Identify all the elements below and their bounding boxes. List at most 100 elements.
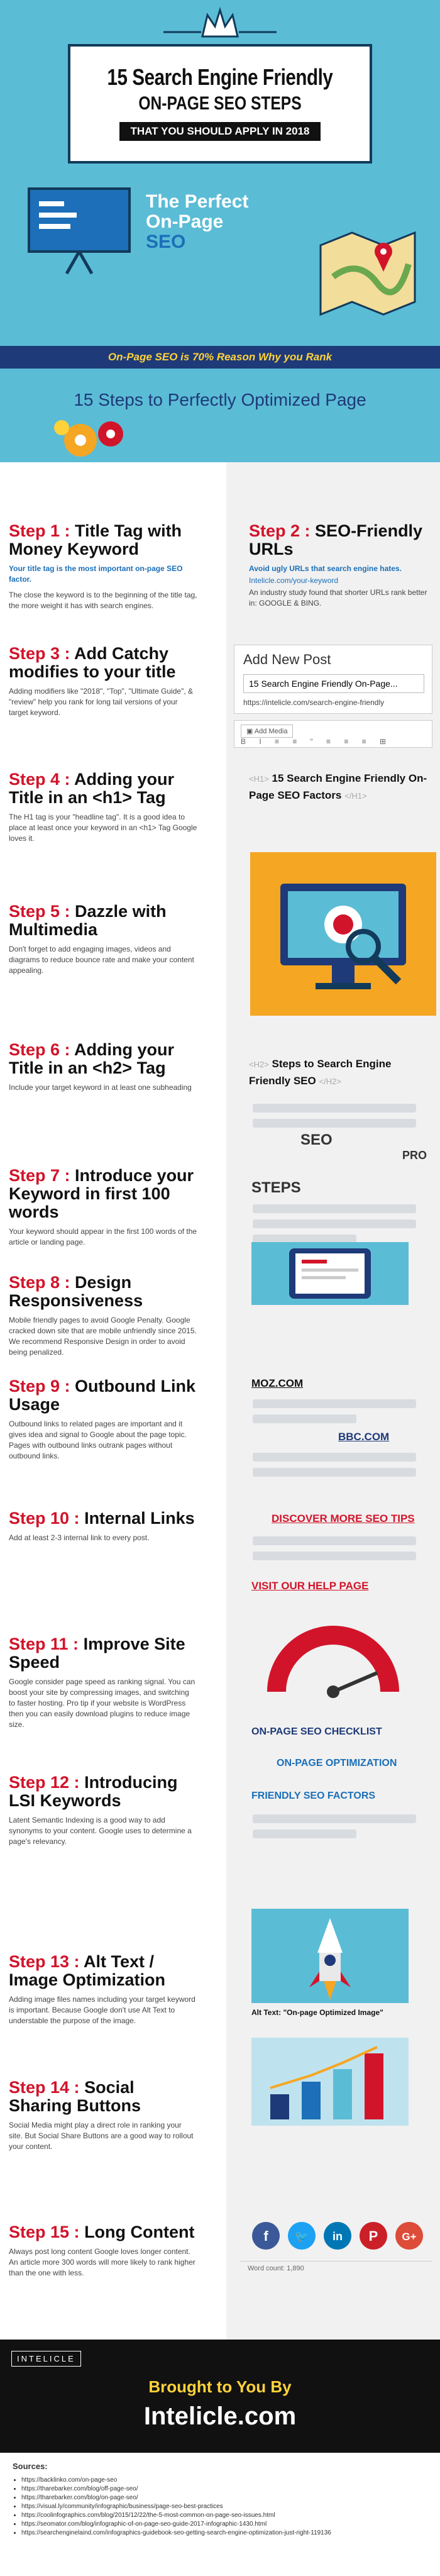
text-line — [253, 1104, 416, 1113]
facebook-icon[interactable]: f — [252, 2222, 280, 2250]
h1-close-tag: </H1> — [344, 791, 367, 801]
permalink[interactable]: https://intelicle.com/search-engine-frie… — [243, 698, 385, 707]
lsi-optimization: ON-PAGE OPTIMIZATION — [277, 1758, 397, 1768]
step-13-heading: Step 13 : Alt Text / Image Optimization — [9, 1953, 197, 1989]
step-2-title: SEO-Friendly URLs — [249, 521, 423, 558]
social-buttons-svg: f 🐦 in P G+ — [252, 2222, 423, 2250]
footer-logo: INTELICLE — [11, 2351, 81, 2367]
visit-link[interactable]: VISIT OUR HELP PAGE — [251, 1580, 369, 1592]
text-line — [253, 1399, 416, 1408]
step-12-num: Step 12 : — [9, 1773, 80, 1792]
word-steps: STEPS — [251, 1179, 301, 1196]
text-line — [253, 1814, 416, 1823]
step-1-p2: The close the keyword is to the beginnin… — [9, 591, 197, 610]
source-item[interactable]: https://coolinfographics.com/blog/2015/1… — [21, 2511, 427, 2520]
source-item[interactable]: https://seomator.com/blog/infographic-of… — [21, 2520, 427, 2529]
step-10-heading: Step 10 : Internal Links — [9, 1509, 197, 1528]
pinterest-icon[interactable]: P — [360, 2222, 387, 2250]
text-line — [253, 1552, 416, 1560]
step-2-num: Step 2 : — [249, 521, 311, 540]
editor-toolbar: ▣ Add Media B I ≡ ≡ “ ≡ ≡ ≡ ⊞ — [234, 720, 432, 748]
step-6-heading: Step 6 : Adding your Title in an <h2> Ta… — [9, 1041, 197, 1077]
h2-open-tag: <H2> — [249, 1060, 269, 1069]
step-13-num: Step 13 : — [9, 1952, 80, 1971]
text-bars-2 — [240, 1198, 429, 1250]
step-5-num: Step 5 : — [9, 902, 70, 921]
step-1-num: Step 1 : — [9, 521, 70, 540]
perfect-heading: The Perfect On-Page SEO — [146, 192, 248, 252]
step-3: Step 3 : Add Catchy modifies to your tit… — [9, 645, 197, 718]
editor-heading: Add New Post — [243, 652, 331, 667]
rocket-image-icon — [251, 1909, 409, 2003]
step-10-num: Step 10 : — [9, 1509, 80, 1528]
post-title-input[interactable] — [243, 674, 424, 693]
step-4: Step 4 : Adding your Title in an <h1> Ta… — [9, 770, 197, 844]
step-3-title: Add Catchy modifies to your title — [9, 644, 176, 681]
steps-body: Step 1 : Title Tag with Money Keyword Yo… — [0, 462, 440, 2340]
step-2-highlight: Avoid ugly URLs that search engine hates… — [249, 564, 402, 573]
step-1-p1: Your title tag is the most important on-… — [9, 564, 197, 585]
linkedin-icon[interactable]: in — [324, 2222, 351, 2250]
banner-70-percent: On-Page SEO is 70% Reason Why you Rank — [0, 346, 440, 369]
twitter-icon[interactable]: 🐦 — [288, 2222, 316, 2250]
step-15-p1: Always post long content Google loves lo… — [9, 2247, 195, 2277]
source-item[interactable]: https://tharebarker.com/blog/on-page-seo… — [21, 2494, 427, 2502]
step-4-p1: The H1 tag is your "headline tag". It is… — [9, 813, 197, 843]
svg-text:P: P — [369, 2228, 378, 2244]
svg-text:f: f — [263, 2228, 268, 2244]
h1-open-tag: <H1> — [249, 774, 269, 784]
lsi-factors: FRIENDLY SEO FACTORS — [251, 1790, 376, 1801]
text-bars-6 — [240, 1808, 429, 1845]
h2-sample: <H2> Steps to Search Engine Friendly SEO… — [249, 1056, 431, 1090]
text-bars-5 — [240, 1530, 429, 1567]
step-11: Step 11 : Improve Site Speed Google cons… — [9, 1635, 197, 1730]
format-buttons[interactable]: B I ≡ ≡ “ ≡ ≡ ≡ ⊞ — [241, 737, 392, 746]
svg-text:🐦: 🐦 — [295, 2230, 309, 2243]
word-count: Word count: 1,890 — [240, 2261, 432, 2276]
discover-link[interactable]: DISCOVER MORE SEO TIPS — [272, 1513, 415, 1524]
bbc-link[interactable]: BBC.COM — [338, 1431, 390, 1443]
title-line-1: 15 Search Engine Friendly — [107, 64, 333, 90]
gears-icon — [54, 420, 123, 457]
step-4-heading: Step 4 : Adding your Title in an <h1> Ta… — [9, 770, 197, 807]
step-14: Step 14 : Social Sharing Buttons Social … — [9, 2079, 197, 2152]
crown-ornament-icon — [163, 6, 277, 38]
word-pro: PRO — [402, 1149, 427, 1162]
step-6: Step 6 : Adding your Title in an <h2> Ta… — [9, 1041, 197, 1093]
step-15-num: Step 15 : — [9, 2223, 80, 2241]
step-8-title: Design Responsiveness — [9, 1273, 143, 1310]
step-14-title: Social Sharing Buttons — [9, 2078, 141, 2115]
source-item[interactable]: https://tharebarker.com/blog/off-page-se… — [21, 2485, 427, 2494]
step-9-p1: Outbound links to related pages are impo… — [9, 1419, 187, 1460]
lsi-checklist: ON-PAGE SEO CHECKLIST — [251, 1726, 382, 1737]
source-item[interactable]: https://searchenginelaind.com/infographi… — [21, 2529, 427, 2538]
step-6-num: Step 6 : — [9, 1040, 70, 1059]
step-1-title: Title Tag with Money Keyword — [9, 521, 182, 558]
text-line — [253, 1219, 416, 1228]
add-media-button[interactable]: ▣ Add Media — [241, 724, 294, 738]
step-5: Step 5 : Dazzle with Multimedia Don't fo… — [9, 902, 197, 976]
text-line — [253, 1235, 356, 1243]
step-8-num: Step 8 : — [9, 1273, 70, 1292]
alt-text-caption: Alt Text: "On-page Optimized Image" — [251, 2008, 383, 2017]
step-5-heading: Step 5 : Dazzle with Multimedia — [9, 902, 197, 939]
source-item[interactable]: https://backlinko.com/on-page-seo — [21, 2476, 427, 2485]
title-line-3: THAT YOU SHOULD APPLY IN 2018 — [119, 122, 321, 141]
step-2-p3: An industry study found that shorter URL… — [249, 588, 427, 608]
title-card: 15 Search Engine Friendly ON-PAGE SEO ST… — [68, 44, 378, 170]
step-14-p1: Social Media might play a direct role in… — [9, 2121, 194, 2151]
step-5-title: Dazzle with Multimedia — [9, 902, 167, 939]
h1-text: 15 Search Engine Friendly On-Page SEO Fa… — [249, 772, 427, 801]
step-8: Step 8 : Design Responsiveness Mobile fr… — [9, 1274, 197, 1358]
text-line — [253, 1414, 356, 1423]
perfect-line-1: The Perfect — [146, 191, 249, 212]
perfect-line-3: SEO — [146, 231, 186, 252]
moz-link[interactable]: MOZ.COM — [251, 1377, 304, 1389]
text-bars-3 — [240, 1393, 429, 1430]
step-12: Step 12 : Introducing LSI Keywords Laten… — [9, 1774, 197, 1847]
site-name[interactable]: Intelicle.com — [143, 2402, 297, 2430]
step-7-heading: Step 7 : Introduce your Keyword in first… — [9, 1167, 197, 1221]
step-13-p1: Adding image files names including your … — [9, 1995, 195, 2025]
google-plus-icon[interactable]: G+ — [395, 2222, 423, 2250]
source-item[interactable]: https://visual.ly/community/infographic/… — [21, 2502, 427, 2511]
